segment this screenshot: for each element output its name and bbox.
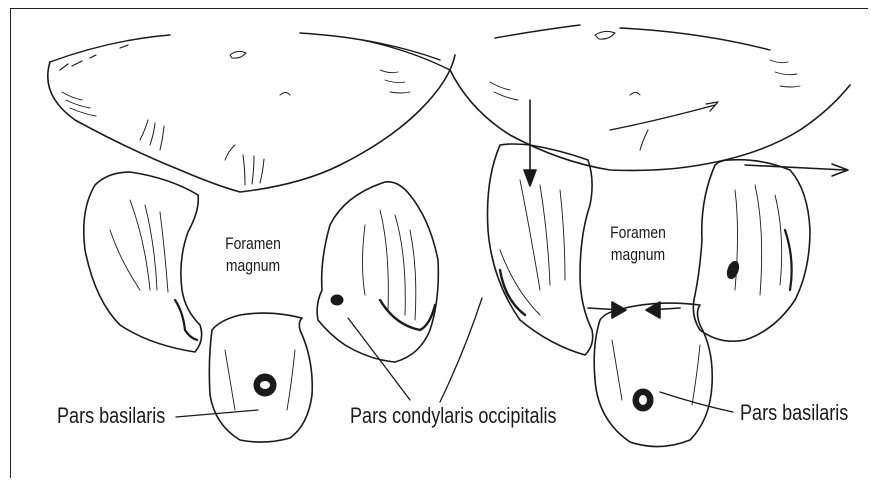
foramen-label-line1: Foramen — [605, 222, 671, 244]
right-pars-condylaris-left — [488, 144, 593, 355]
growth-arrows — [524, 100, 848, 318]
left-pars-condylaris-right — [317, 182, 438, 362]
foramen-label-line1: Foramen — [220, 233, 286, 255]
left-pars-condylaris-left — [84, 172, 202, 352]
pars-basilaris-label-right: Pars basilaris — [740, 400, 848, 426]
right-pars-condylaris-right — [693, 160, 810, 342]
pars-basilaris-label-left: Pars basilaris — [57, 403, 165, 429]
foramen-label-line2: magnum — [220, 255, 286, 277]
foramen-magnum-label-right: Foramen magnum — [605, 222, 671, 266]
left-occipital-squama — [48, 33, 455, 192]
foramen-magnum-label-left: Foramen magnum — [220, 233, 286, 277]
left-pars-basilaris — [209, 313, 312, 442]
right-pars-basilaris — [594, 303, 712, 446]
foramen-label-line2: magnum — [605, 244, 671, 266]
right-occipital-squama — [362, 25, 850, 170]
pars-condylaris-label: Pars condylaris occipitalis — [350, 403, 557, 429]
